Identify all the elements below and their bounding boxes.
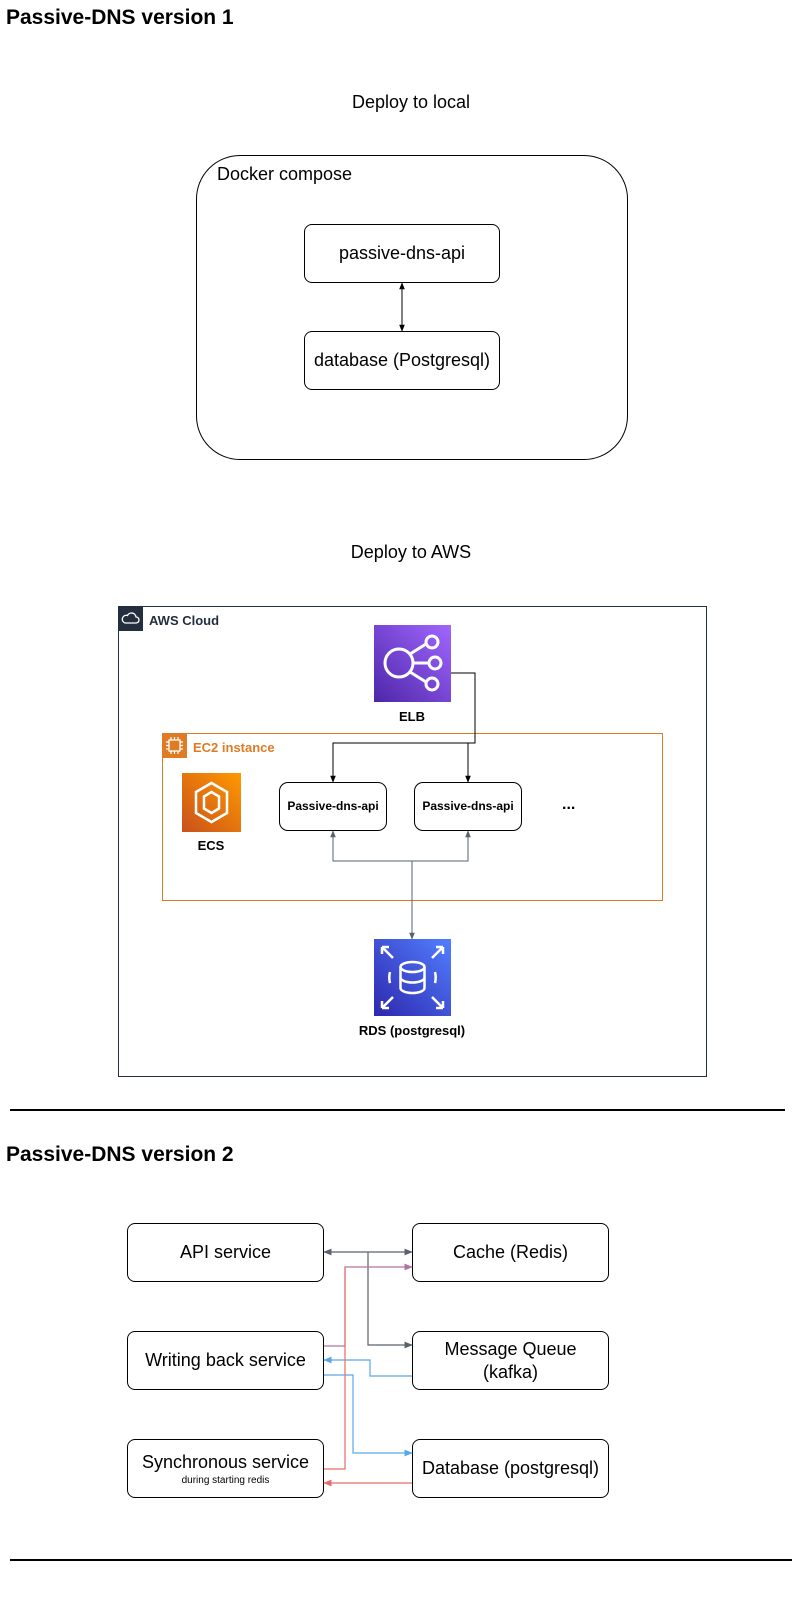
more-instances-ellipsis: ...	[562, 796, 576, 813]
elb-label: ELB	[399, 709, 425, 724]
chip-icon	[162, 733, 187, 758]
section-divider-1	[10, 1109, 785, 1111]
aws-api-box-2[interactable]: Passive-dns-api	[414, 782, 522, 831]
mq-to-writing-back-arrow	[323, 1356, 412, 1377]
aws-cloud-group	[118, 606, 707, 1077]
local-db-box[interactable]: database (Postgresql)	[304, 331, 500, 390]
writing-back-service-box[interactable]: Writing back service	[127, 1331, 324, 1390]
deploy-local-label: Deploy to local	[351, 92, 471, 112]
api-to-mq-arrow	[367, 1252, 413, 1349]
api-1-to-rds-arrow	[330, 830, 412, 862]
rds-label: RDS (postgresql)	[358, 1023, 466, 1038]
docker-compose-label: Docker compose	[217, 164, 353, 184]
aws-cloud-label: AWS Cloud	[149, 613, 220, 628]
ec2-instance-label: EC2 instance	[193, 740, 275, 755]
synchronous-service-title: Synchronous service	[141, 1451, 310, 1472]
ecs-label: ECS	[197, 838, 225, 853]
v2-heading: Passive-DNS version 2	[6, 1143, 234, 1166]
message-queue-box[interactable]: Message Queue (kafka)	[412, 1331, 609, 1390]
synchronous-service-box[interactable]: Synchronous service during starting redi…	[127, 1439, 324, 1498]
database-postgresql-box[interactable]: Database (postgresql)	[412, 1439, 609, 1498]
cloud-icon	[118, 606, 143, 631]
api-2-to-rds-arrow	[412, 830, 471, 862]
writing-back-to-db-arrow	[324, 1374, 413, 1457]
elb-to-api-1-arrow	[330, 672, 476, 783]
api-service-box[interactable]: API service	[127, 1223, 324, 1282]
v1-heading: Passive-DNS version 1	[6, 6, 234, 29]
rds-icon[interactable]	[374, 939, 451, 1016]
section-divider-2	[10, 1559, 792, 1561]
elb-icon[interactable]	[374, 625, 451, 702]
sync-to-cache-arrow	[324, 1267, 346, 1470]
ecs-icon[interactable]	[182, 773, 241, 832]
deploy-aws-label: Deploy to AWS	[350, 542, 472, 562]
synchronous-service-note: during starting redis	[181, 1474, 270, 1486]
docker-compose-container	[196, 155, 628, 460]
cache-redis-box[interactable]: Cache (Redis)	[412, 1223, 609, 1282]
